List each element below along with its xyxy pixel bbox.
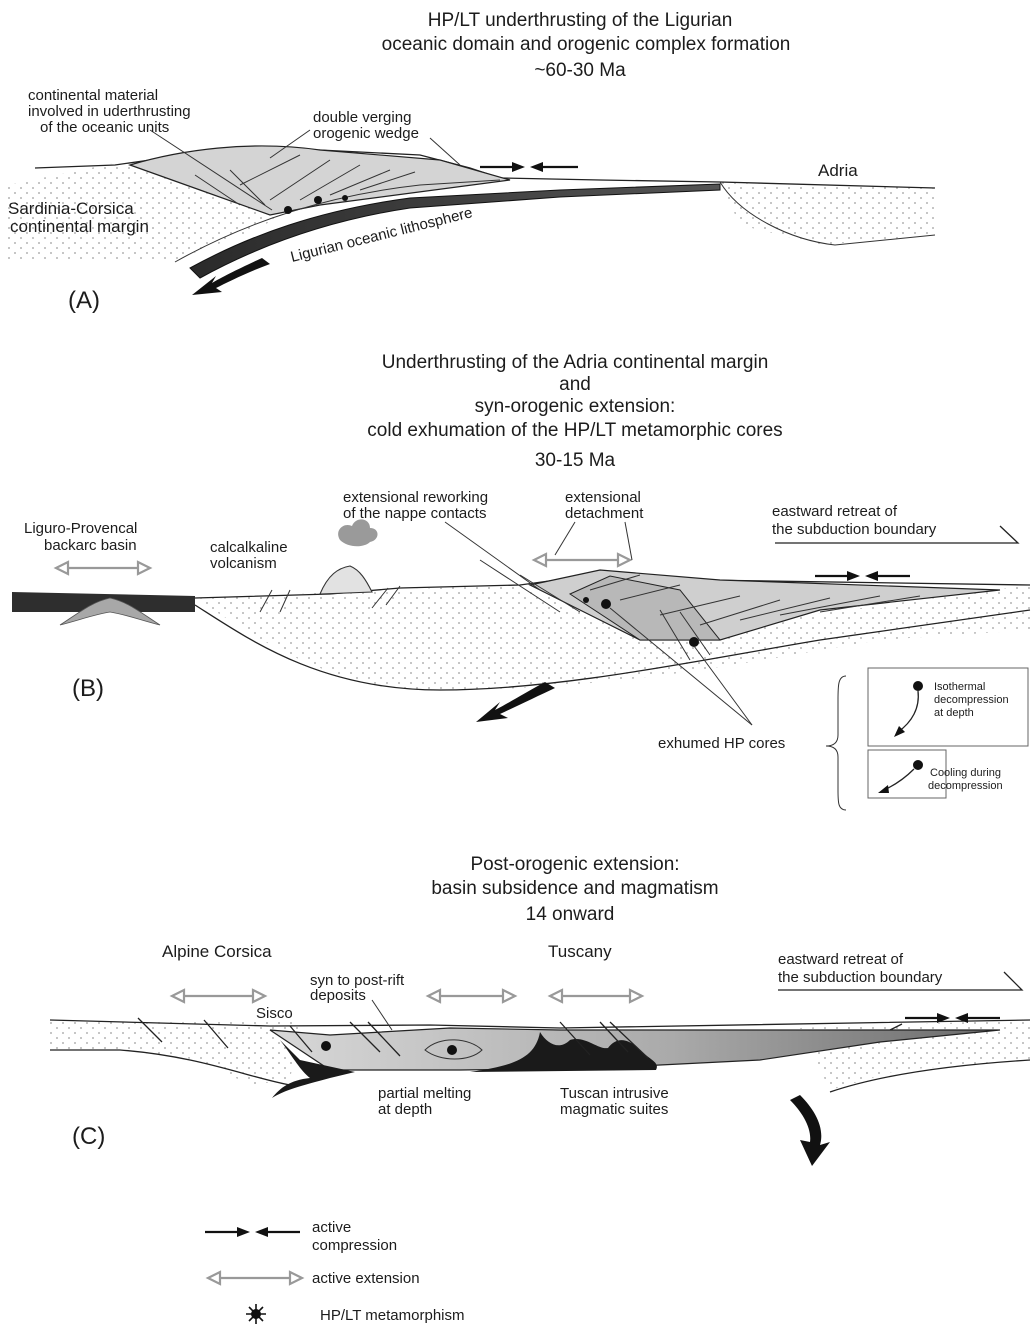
panel-b-leader-detachment-1 — [555, 522, 575, 555]
panel-a-label-adria: Adria — [818, 161, 858, 180]
legend-compression-icon — [205, 1227, 300, 1237]
panel-b-label-volcanism-2: volcanism — [210, 555, 277, 572]
panel-b-letter: (B) — [72, 675, 104, 702]
panel-c-label-melting-1: partial melting — [378, 1085, 471, 1102]
panel-b-label-backarc-1: Liguro-Provencal — [24, 520, 137, 537]
panel-a-label-lithosphere: Ligurian oceanic lithosphere — [289, 204, 474, 266]
panel-c-label-intrusive-2: magmatic suites — [560, 1101, 668, 1118]
panel-b-leader-reworking — [445, 522, 540, 590]
hp-star-icon — [601, 599, 611, 609]
panel-c-label-corsica: Alpine Corsica — [162, 942, 272, 961]
panel-c-label-retreat-2: the subduction boundary — [778, 969, 943, 986]
panel-c-label-retreat-1: eastward retreat of — [778, 951, 904, 968]
panel-c-label-intrusive-1: Tuscan intrusive — [560, 1085, 669, 1102]
panel-b-volcanic-cloud — [338, 519, 377, 546]
hp-star-icon — [689, 637, 699, 647]
hp-star-icon — [342, 195, 348, 201]
panel-b-title-line-5: 30-15 Ma — [535, 450, 616, 471]
panel-c-letter: (C) — [72, 1123, 105, 1150]
panel-a-label-continental-3: of the oceanic units — [40, 119, 169, 136]
panel-b-title-line-1: Underthrusting of the Adria continental … — [382, 352, 769, 373]
inset-isothermal-start-dot — [913, 681, 923, 691]
panel-c-extension-arrow-2 — [428, 990, 515, 1002]
panel-b-extension-arrow-east — [534, 554, 630, 566]
panel-b-extension-arrow-west — [56, 562, 150, 574]
inset-cooling-start-dot — [913, 760, 923, 770]
panel-b-label-exhumed: exhumed HP cores — [658, 735, 785, 752]
panel-a-letter: (A) — [68, 287, 100, 314]
inset-cooling-arrowhead — [878, 785, 889, 793]
panel-b-label-reworking-2: of the nappe contacts — [343, 505, 486, 522]
panel-a-label-wedge-1: double verging — [313, 109, 411, 126]
legend-metamorphism-label: HP/LT metamorphism — [320, 1307, 465, 1324]
panel-c-label-tuscany: Tuscany — [548, 942, 612, 961]
panel-b-title-line-3: syn-orogenic extension: — [475, 396, 676, 417]
panel-c-label-sisco: Sisco — [256, 1005, 293, 1022]
legend-compression-label-2: compression — [312, 1237, 397, 1254]
panel-b-pt-insets: Isothermal decompression at depth Coolin… — [826, 668, 1028, 810]
inset-cooling-path — [884, 769, 914, 790]
panel-a-label-continental-1: continental material — [28, 87, 158, 104]
panel-c-subduction-arrow — [790, 1095, 830, 1166]
panel-b-title-line-4: cold exhumation of the HP/LT metamorphic… — [367, 420, 782, 441]
panel-c-label-synrift-2: deposits — [310, 987, 366, 1004]
panel-a-label-wedge-2: orogenic wedge — [313, 125, 419, 142]
legend-metamorphism-icon — [246, 1304, 266, 1324]
panel-a-compression-arrows — [480, 162, 578, 172]
panel-c-title-line-1: Post-orogenic extension: — [470, 854, 679, 875]
hp-star-icon — [321, 1041, 331, 1051]
hp-star-icon — [583, 597, 589, 603]
panel-b-leader-detachment-2 — [625, 522, 632, 560]
panel-b-label-detachment-2: detachment — [565, 505, 644, 522]
panel-a-right-crust — [720, 182, 935, 245]
panel-c-extension-arrow-3 — [550, 990, 642, 1002]
legend-extension-icon — [208, 1272, 302, 1284]
panel-a-label-sardinia-1: Sardinia-Corsica — [8, 199, 134, 218]
hp-star-icon — [447, 1045, 457, 1055]
panel-a-label-sardinia-2: continental margin — [10, 217, 149, 236]
hp-star-icon — [314, 196, 322, 204]
panel-a-title-line-3: ~60-30 Ma — [534, 60, 626, 81]
panel-b: Underthrusting of the Adria continental … — [12, 352, 1030, 810]
panel-b-title-line-2: and — [559, 374, 591, 395]
panel-c-title-line-2: basin subsidence and magmatism — [431, 878, 718, 899]
panel-c-label-melting-2: at depth — [378, 1101, 432, 1118]
inset-cooling-label-2: decompression — [928, 780, 1003, 792]
panel-c: Post-orogenic extension: basin subsidenc… — [50, 854, 1030, 1166]
panel-a-label-continental-2: involved in uderthrusting — [28, 103, 191, 120]
inset-isothermal-label-2: decompression — [934, 694, 1009, 706]
panel-a: HP/LT underthrusting of the Ligurian oce… — [8, 10, 935, 314]
legend-extension-label: active extension — [312, 1270, 420, 1287]
inset-cooling-label-1: Cooling during — [930, 767, 1001, 779]
panel-c-extension-arrow-1 — [172, 990, 265, 1002]
panel-b-compression-arrows — [815, 571, 910, 581]
panel-a-title-line-1: HP/LT underthrusting of the Ligurian — [428, 10, 733, 31]
legend-compression-label-1: active — [312, 1219, 351, 1236]
panel-b-label-volcanism-1: calcalkaline — [210, 539, 288, 556]
panel-c-title-line-3: 14 onward — [526, 904, 615, 925]
legend: active compression active extension HP/L… — [205, 1219, 465, 1324]
panel-b-volcano — [320, 566, 372, 594]
inset-isothermal-label-1: Isothermal — [934, 681, 985, 693]
panel-b-label-detachment-1: extensional — [565, 489, 641, 506]
panel-a-title-line-2: oceanic domain and orogenic complex form… — [382, 34, 791, 55]
panel-c-crust-left — [50, 1020, 300, 1085]
panel-b-label-backarc-2: backarc basin — [44, 537, 137, 554]
inset-isothermal-label-3: at depth — [934, 707, 974, 719]
inset-isothermal-path — [898, 691, 918, 732]
inset-brace — [826, 676, 846, 810]
panel-b-label-retreat-2: the subduction boundary — [772, 521, 937, 538]
panel-b-label-reworking-1: extensional reworking — [343, 489, 488, 506]
hp-star-icon — [284, 206, 292, 214]
panel-b-label-retreat-1: eastward retreat of — [772, 503, 898, 520]
